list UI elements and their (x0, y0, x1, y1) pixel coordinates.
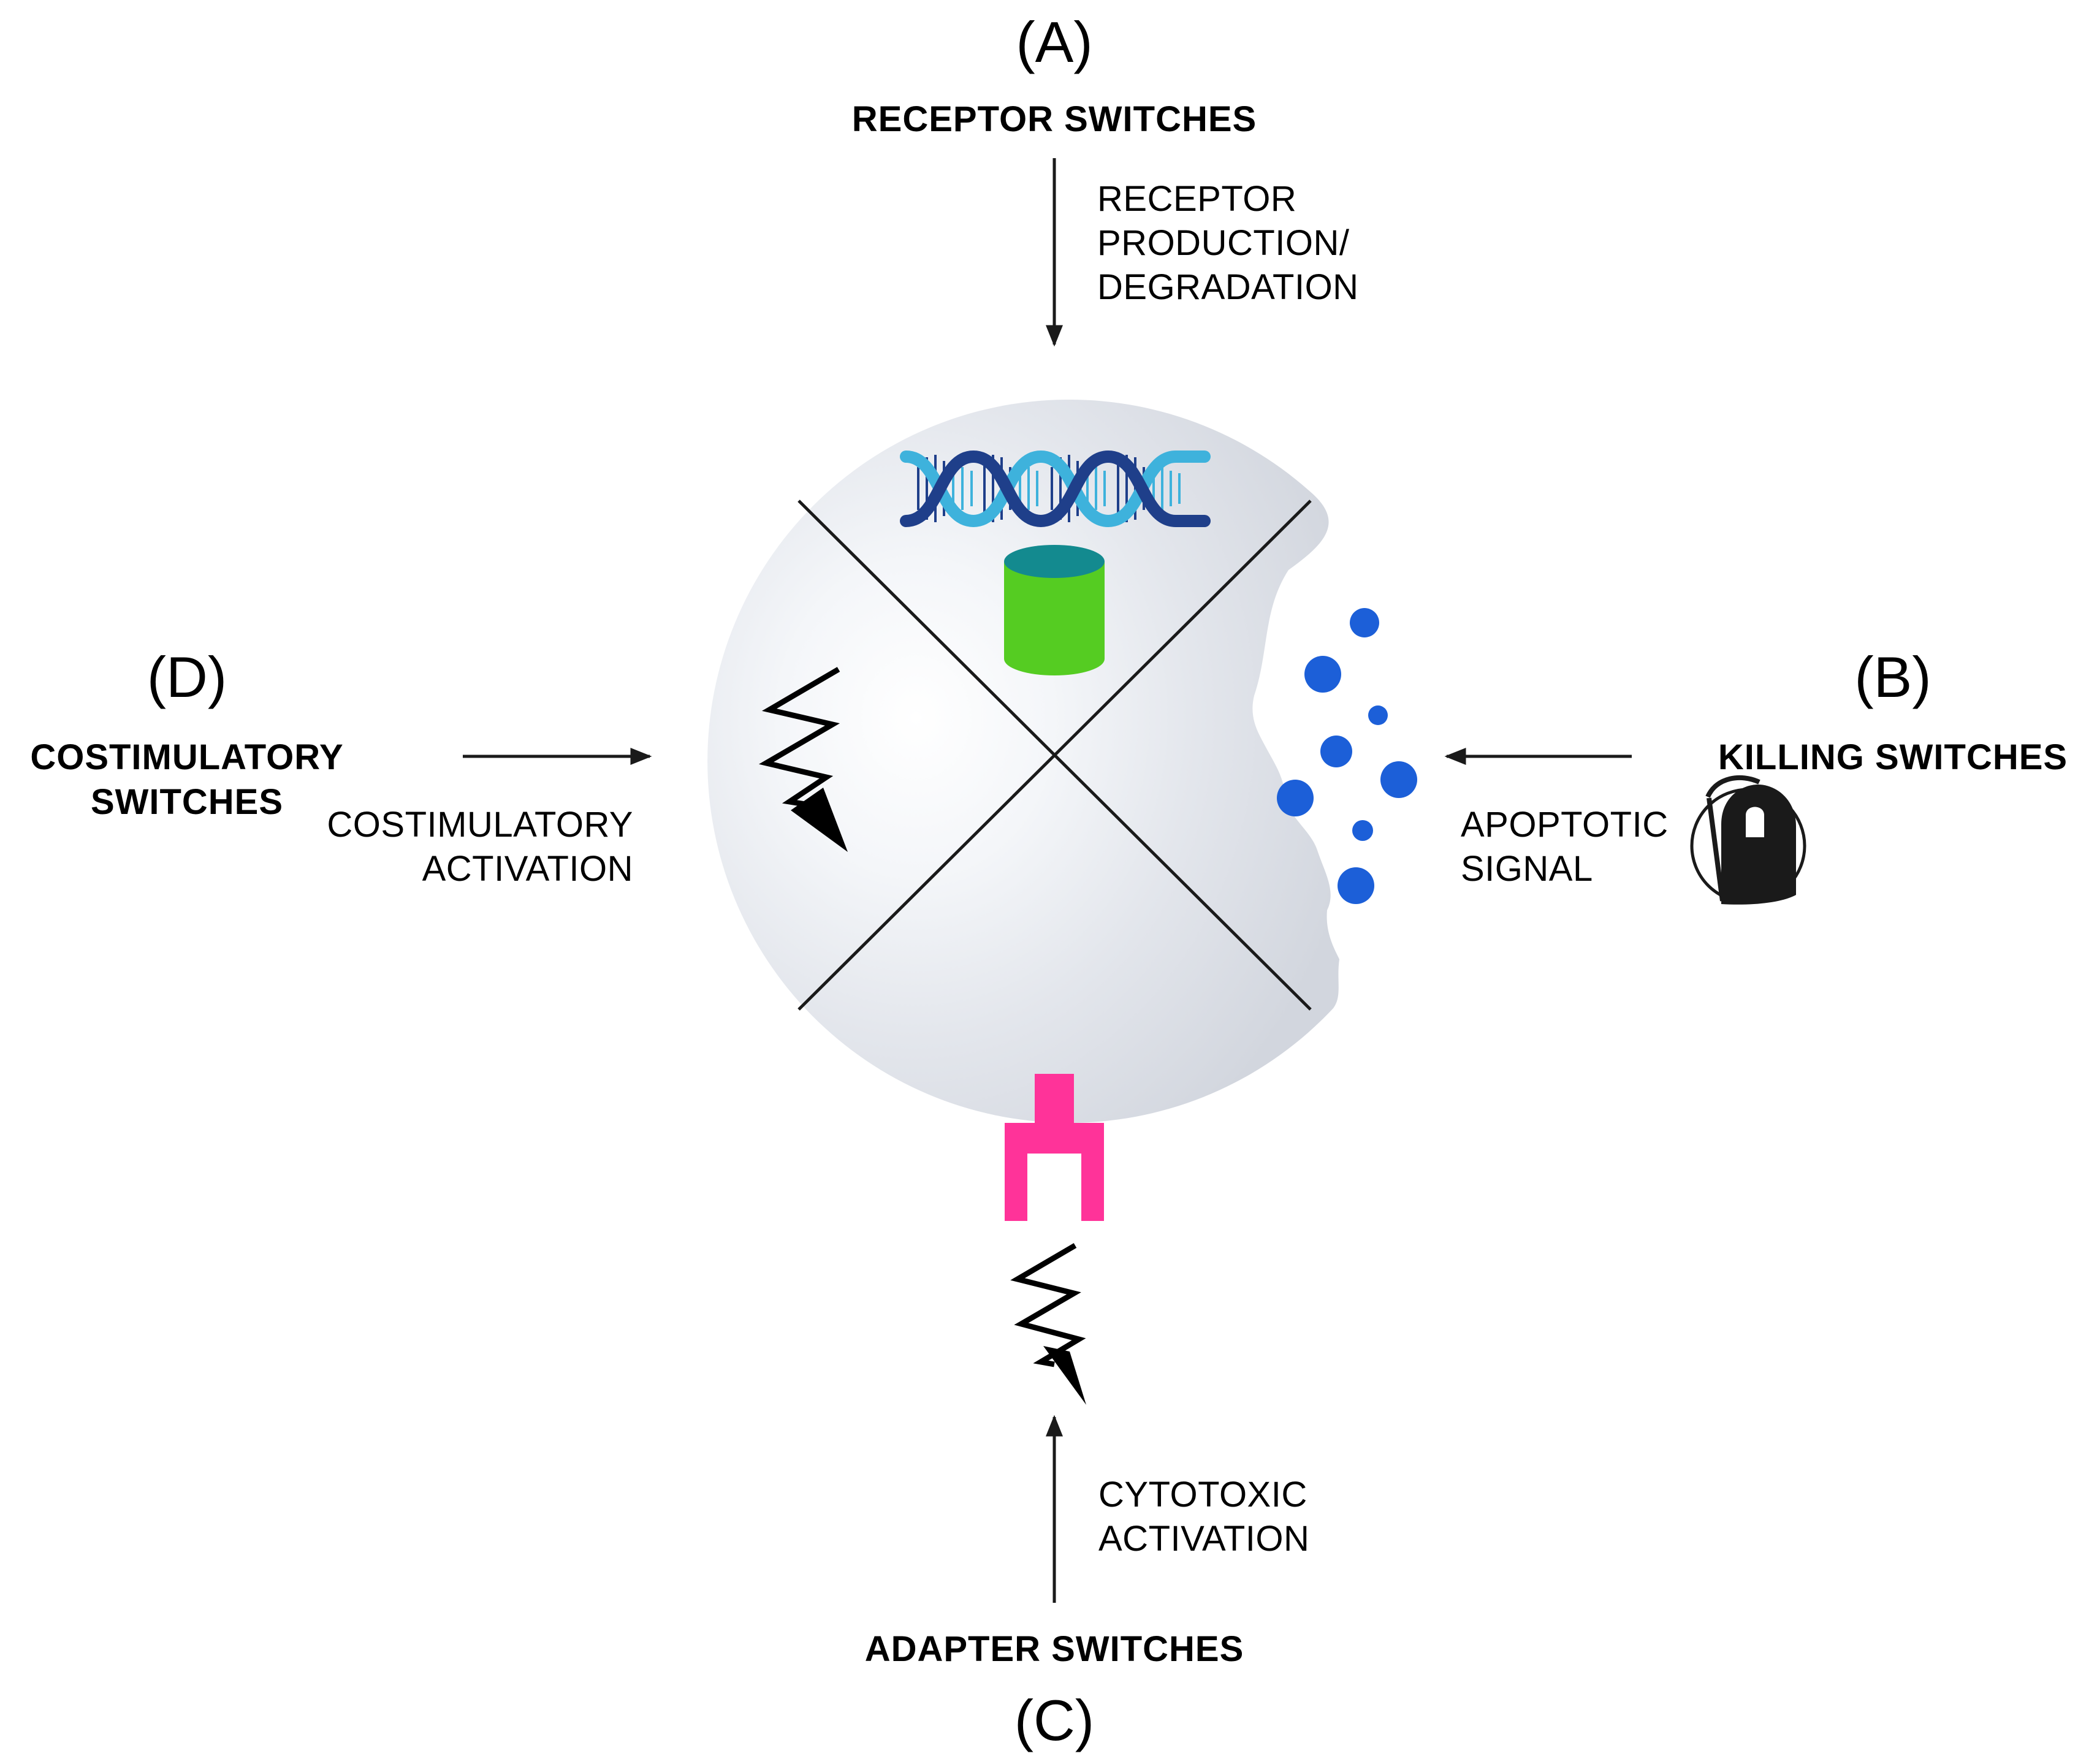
adapter-title: ADAPTER SWITCHES (864, 1629, 1244, 1669)
receptor-caption-line-1: RECEPTOR (1097, 179, 1297, 219)
diagonal-line-2 (797, 500, 1312, 1011)
adapter-caption-line-2: ACTIVATION (1098, 1519, 1310, 1559)
killing-caption-line-1: APOPTOTIC (1461, 805, 1669, 845)
adapter-caption-line-1: CYTOTOXIC (1098, 1475, 1307, 1515)
killing-caption-line-2: SIGNAL (1461, 849, 1593, 889)
receptor-caption-line-3: DEGRADATION (1097, 267, 1359, 307)
receptor-letter: (A) (1016, 10, 1093, 74)
costimulatory-caption-line-2: ACTIVATION (422, 849, 633, 889)
receptor-caption-line-2: PRODUCTION/ (1097, 223, 1350, 263)
adapter-letter: (C) (1014, 1688, 1095, 1752)
lightning-signal-icon (758, 667, 848, 852)
lightning-signal-icon (1010, 1243, 1086, 1405)
receptor-cylinder-icon (1004, 545, 1105, 675)
apoptotic-vesicle-icon (1277, 608, 1417, 904)
grim-reaper-icon (1690, 775, 1806, 905)
receptor-title: RECEPTOR SWITCHES (851, 99, 1257, 139)
costimulatory-title-line-2: SWITCHES (90, 782, 284, 822)
costimulatory-caption-line-1: COSTIMULATORY (327, 805, 633, 845)
dna-icon (900, 450, 1211, 528)
costimulatory-letter: (D) (147, 645, 227, 709)
adapter-receptor-icon (1005, 1074, 1104, 1221)
costimulatory-title-line-1: COSTIMULATORY (30, 737, 344, 777)
killing-letter: (B) (1854, 645, 1931, 709)
killing-title: KILLING SWITCHES (1718, 737, 2068, 777)
